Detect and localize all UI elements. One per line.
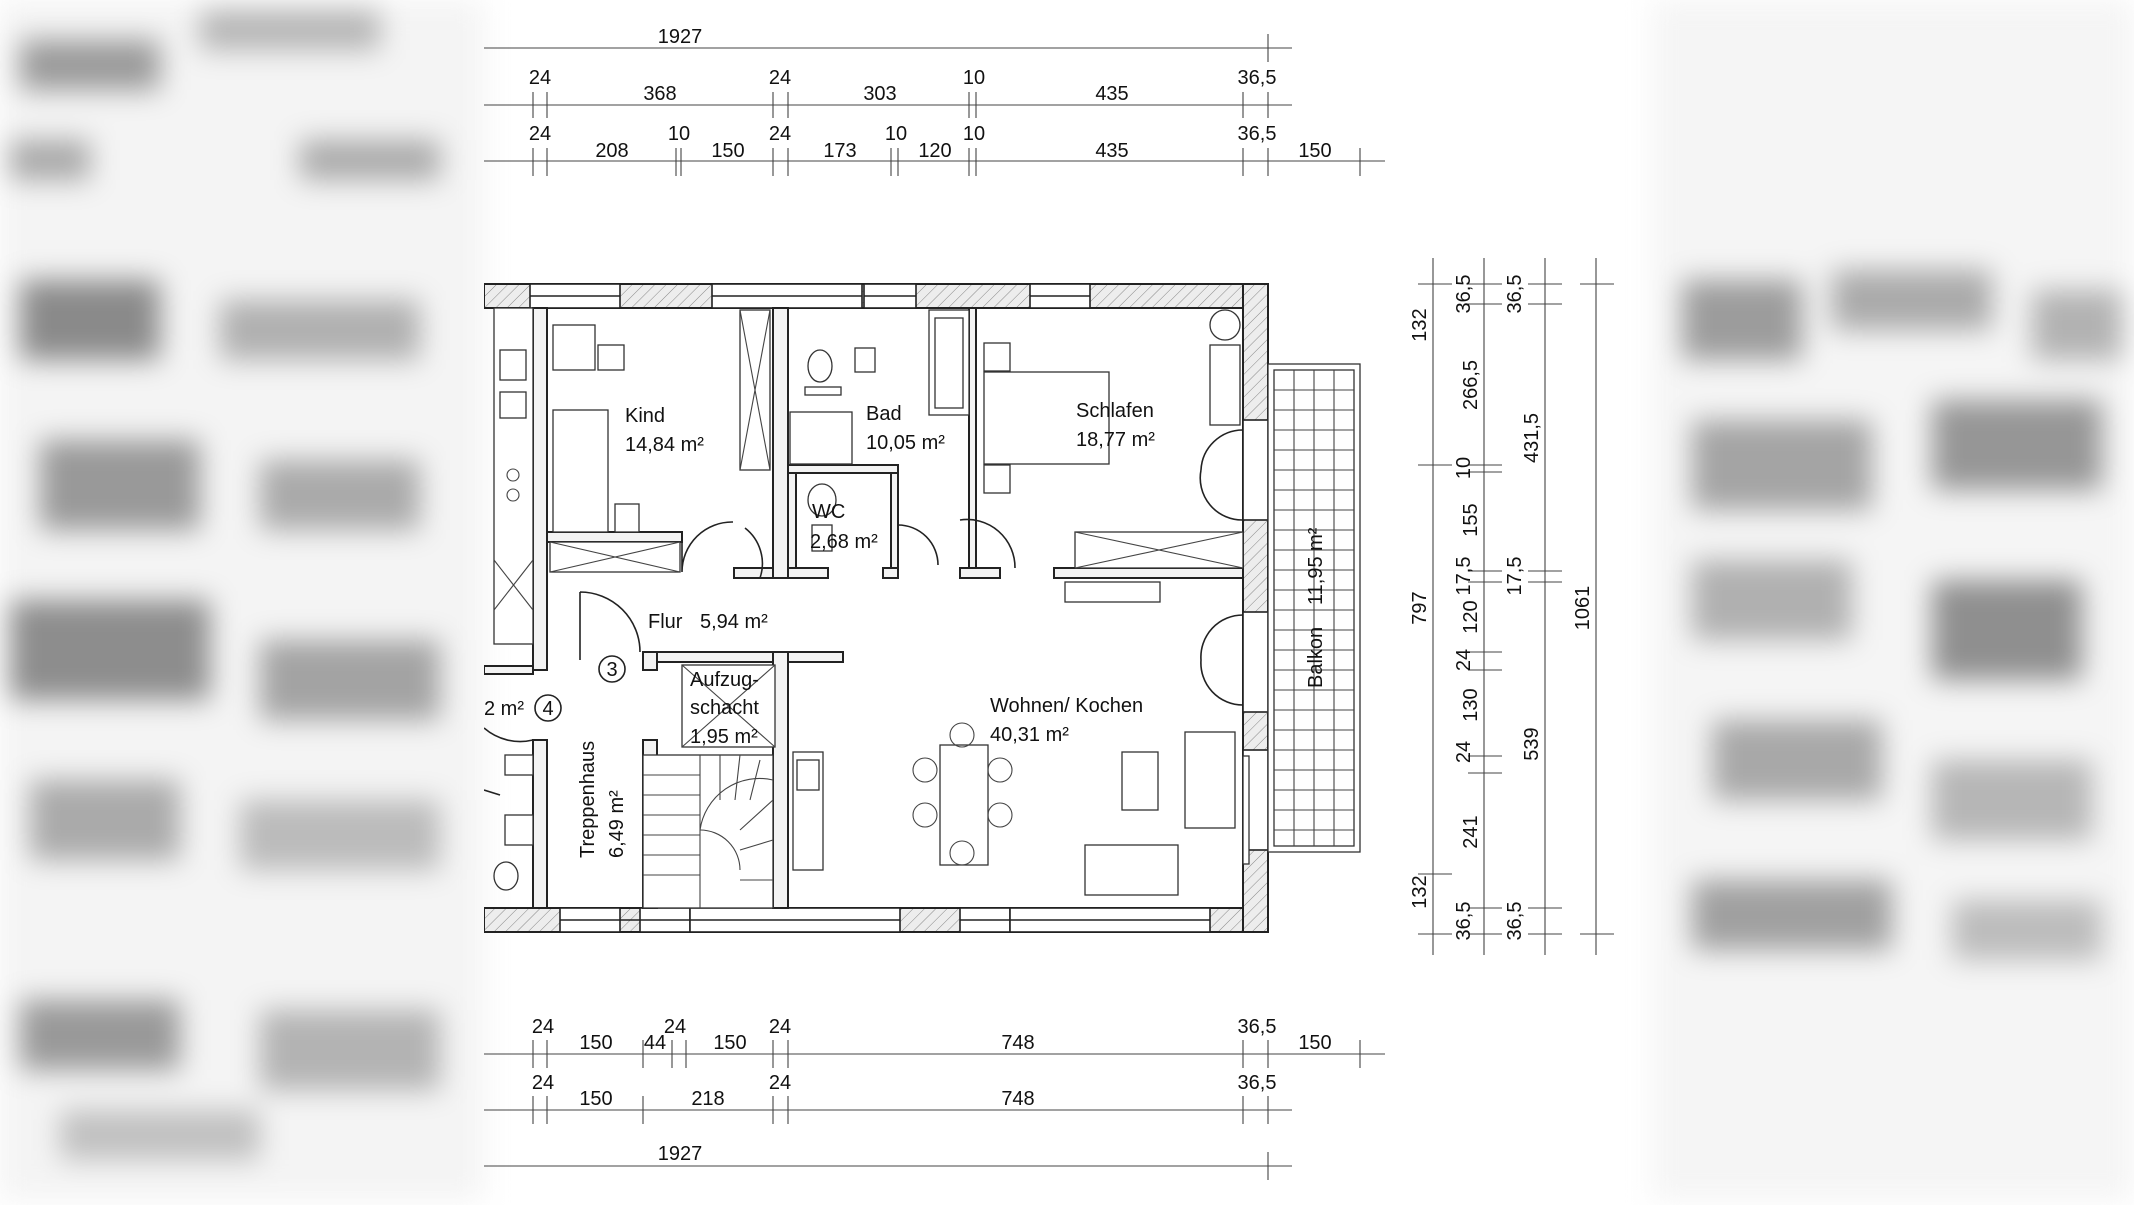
dim-right-c1-3: 132 [1409, 875, 1431, 908]
dim-bot-r2-4: 24 [769, 1072, 791, 1094]
marker-3-label: 3 [606, 659, 617, 681]
dim-top-r3-12: 150 [1298, 140, 1331, 162]
room-labels: Kind 14,84 m² Bad 10,05 m² Schlafen 18,7… [484, 400, 1327, 858]
dim-right-c2-3: 10 [1453, 457, 1475, 479]
room-wohnen-area: 40,31 m² [990, 724, 1069, 746]
room-wohnen-name: Wohnen/ Kochen [990, 695, 1143, 717]
building-walls [484, 283, 1269, 933]
dim-right-c3-1: 36,5 [1504, 275, 1526, 314]
dim-top-r3-7: 10 [885, 123, 907, 145]
room-kind-name: Kind [625, 405, 665, 427]
dim-bot-r2-2: 150 [579, 1088, 612, 1110]
dim-top-r3-8: 120 [918, 140, 951, 162]
dim-bot-r1-2: 150 [579, 1032, 612, 1054]
dim-right-c2-5: 17,5 [1453, 557, 1475, 596]
dim-right-c3-2: 431,5 [1521, 413, 1543, 463]
dim-bot-r1-7: 748 [1001, 1032, 1034, 1054]
dim-bot-1927: 1927 [658, 1143, 703, 1165]
dim-bot-r2-5: 748 [1001, 1088, 1034, 1110]
dim-right-c1-1: 132 [1409, 308, 1431, 341]
dim-right-c2-1: 36,5 [1453, 275, 1475, 314]
marker-4-circle [534, 694, 562, 722]
right-dimension-lines: 132 797 132 36,5 266,5 10 155 17,5 120 2… [1409, 258, 1614, 955]
dim-top-r3-2: 208 [595, 140, 628, 162]
bottom-dimension-lines: 24 150 44 24 150 24 748 36,5 150 24 150 … [484, 1016, 1385, 1180]
dim-bot-r1-9: 150 [1298, 1032, 1331, 1054]
dim-bot-r2-6: 36,5 [1238, 1072, 1277, 1094]
room-aufzug-area: 1,95 m² [690, 726, 758, 748]
dim-top-r3-1: 24 [529, 123, 551, 145]
room-schlafen-name: Schlafen [1076, 400, 1154, 422]
furniture [484, 307, 1250, 909]
dim-top-1927: 1927 [658, 26, 703, 48]
dim-top-r2-1: 24 [529, 67, 551, 89]
blurred-right-panel [1652, 0, 2134, 1200]
dim-bot-r1-3: 44 [644, 1032, 666, 1054]
room-aufzug-name-2: schacht [690, 697, 759, 719]
room-balkon-area: 11,95 m² [1305, 527, 1327, 605]
room-bad-area: 10,05 m² [866, 432, 945, 454]
dim-right-c2-4: 155 [1460, 503, 1482, 536]
dim-right-c2-10: 241 [1460, 815, 1482, 848]
dim-top-r3-5: 24 [769, 123, 791, 145]
dim-top-r3-4: 150 [711, 140, 744, 162]
room-flur-area: 5,94 m² [700, 611, 768, 633]
room-flur-name: Flur [648, 611, 683, 633]
room-balkon-name: Balkon [1305, 627, 1327, 688]
dim-top-r3-6: 173 [823, 140, 856, 162]
room-partial-area: 2 m² [484, 698, 524, 720]
dim-top-r3-11: 36,5 [1238, 123, 1277, 145]
dim-right-c3-4: 539 [1521, 727, 1543, 760]
dim-top-r2-4: 303 [863, 83, 896, 105]
room-aufzug-name-1: Aufzug- [690, 669, 759, 691]
room-kind-area: 14,84 m² [625, 434, 704, 456]
dim-bot-r1-4: 24 [664, 1016, 686, 1038]
dim-right-c1-2: 797 [1409, 591, 1431, 624]
marker-4-label: 4 [542, 698, 553, 720]
room-wc-area: 2,68 m² [810, 531, 878, 553]
dim-right-c2-8: 130 [1460, 688, 1482, 721]
dim-right-c2-9: 24 [1453, 741, 1475, 763]
dim-right-c3-5: 36,5 [1504, 902, 1526, 941]
marker-3-circle [598, 655, 626, 683]
dim-right-c2-11: 36,5 [1453, 902, 1475, 941]
room-schlafen-area: 18,77 m² [1076, 429, 1155, 451]
dim-top-r2-6: 435 [1095, 83, 1128, 105]
dim-right-c2-7: 24 [1453, 649, 1475, 671]
room-bad-name: Bad [866, 403, 902, 425]
top-dimension-lines: 1927 24 368 24 303 10 435 36,5 24 208 10… [484, 26, 1385, 176]
room-treppenhaus-area: 6,49 m² [606, 790, 628, 858]
dim-bot-r2-3: 218 [691, 1088, 724, 1110]
dim-top-r3-10: 435 [1095, 140, 1128, 162]
dim-top-r3-3: 10 [668, 123, 690, 145]
blurred-left-panel [0, 0, 484, 1200]
dim-bot-r1-6: 24 [769, 1016, 791, 1038]
balcony [1267, 363, 1361, 853]
dim-top-r3-9: 10 [963, 123, 985, 145]
dim-bot-r1-5: 150 [713, 1032, 746, 1054]
room-wc-name: WC [812, 501, 845, 523]
dim-right-c2-6: 120 [1460, 600, 1482, 633]
dim-bot-r2-1: 24 [532, 1072, 554, 1094]
dim-right-c4-1: 1061 [1572, 586, 1594, 631]
dim-bot-r1-8: 36,5 [1238, 1016, 1277, 1038]
dim-top-r2-3: 24 [769, 67, 791, 89]
room-treppenhaus-name: Treppenhaus [577, 741, 599, 858]
dim-right-c3-3: 17,5 [1504, 557, 1526, 596]
dim-top-r2-7: 36,5 [1238, 67, 1277, 89]
dim-right-c2-2: 266,5 [1460, 360, 1482, 410]
dim-top-r2-2: 368 [643, 83, 676, 105]
dim-bot-r1-1: 24 [532, 1016, 554, 1038]
dim-top-r2-5: 10 [963, 67, 985, 89]
